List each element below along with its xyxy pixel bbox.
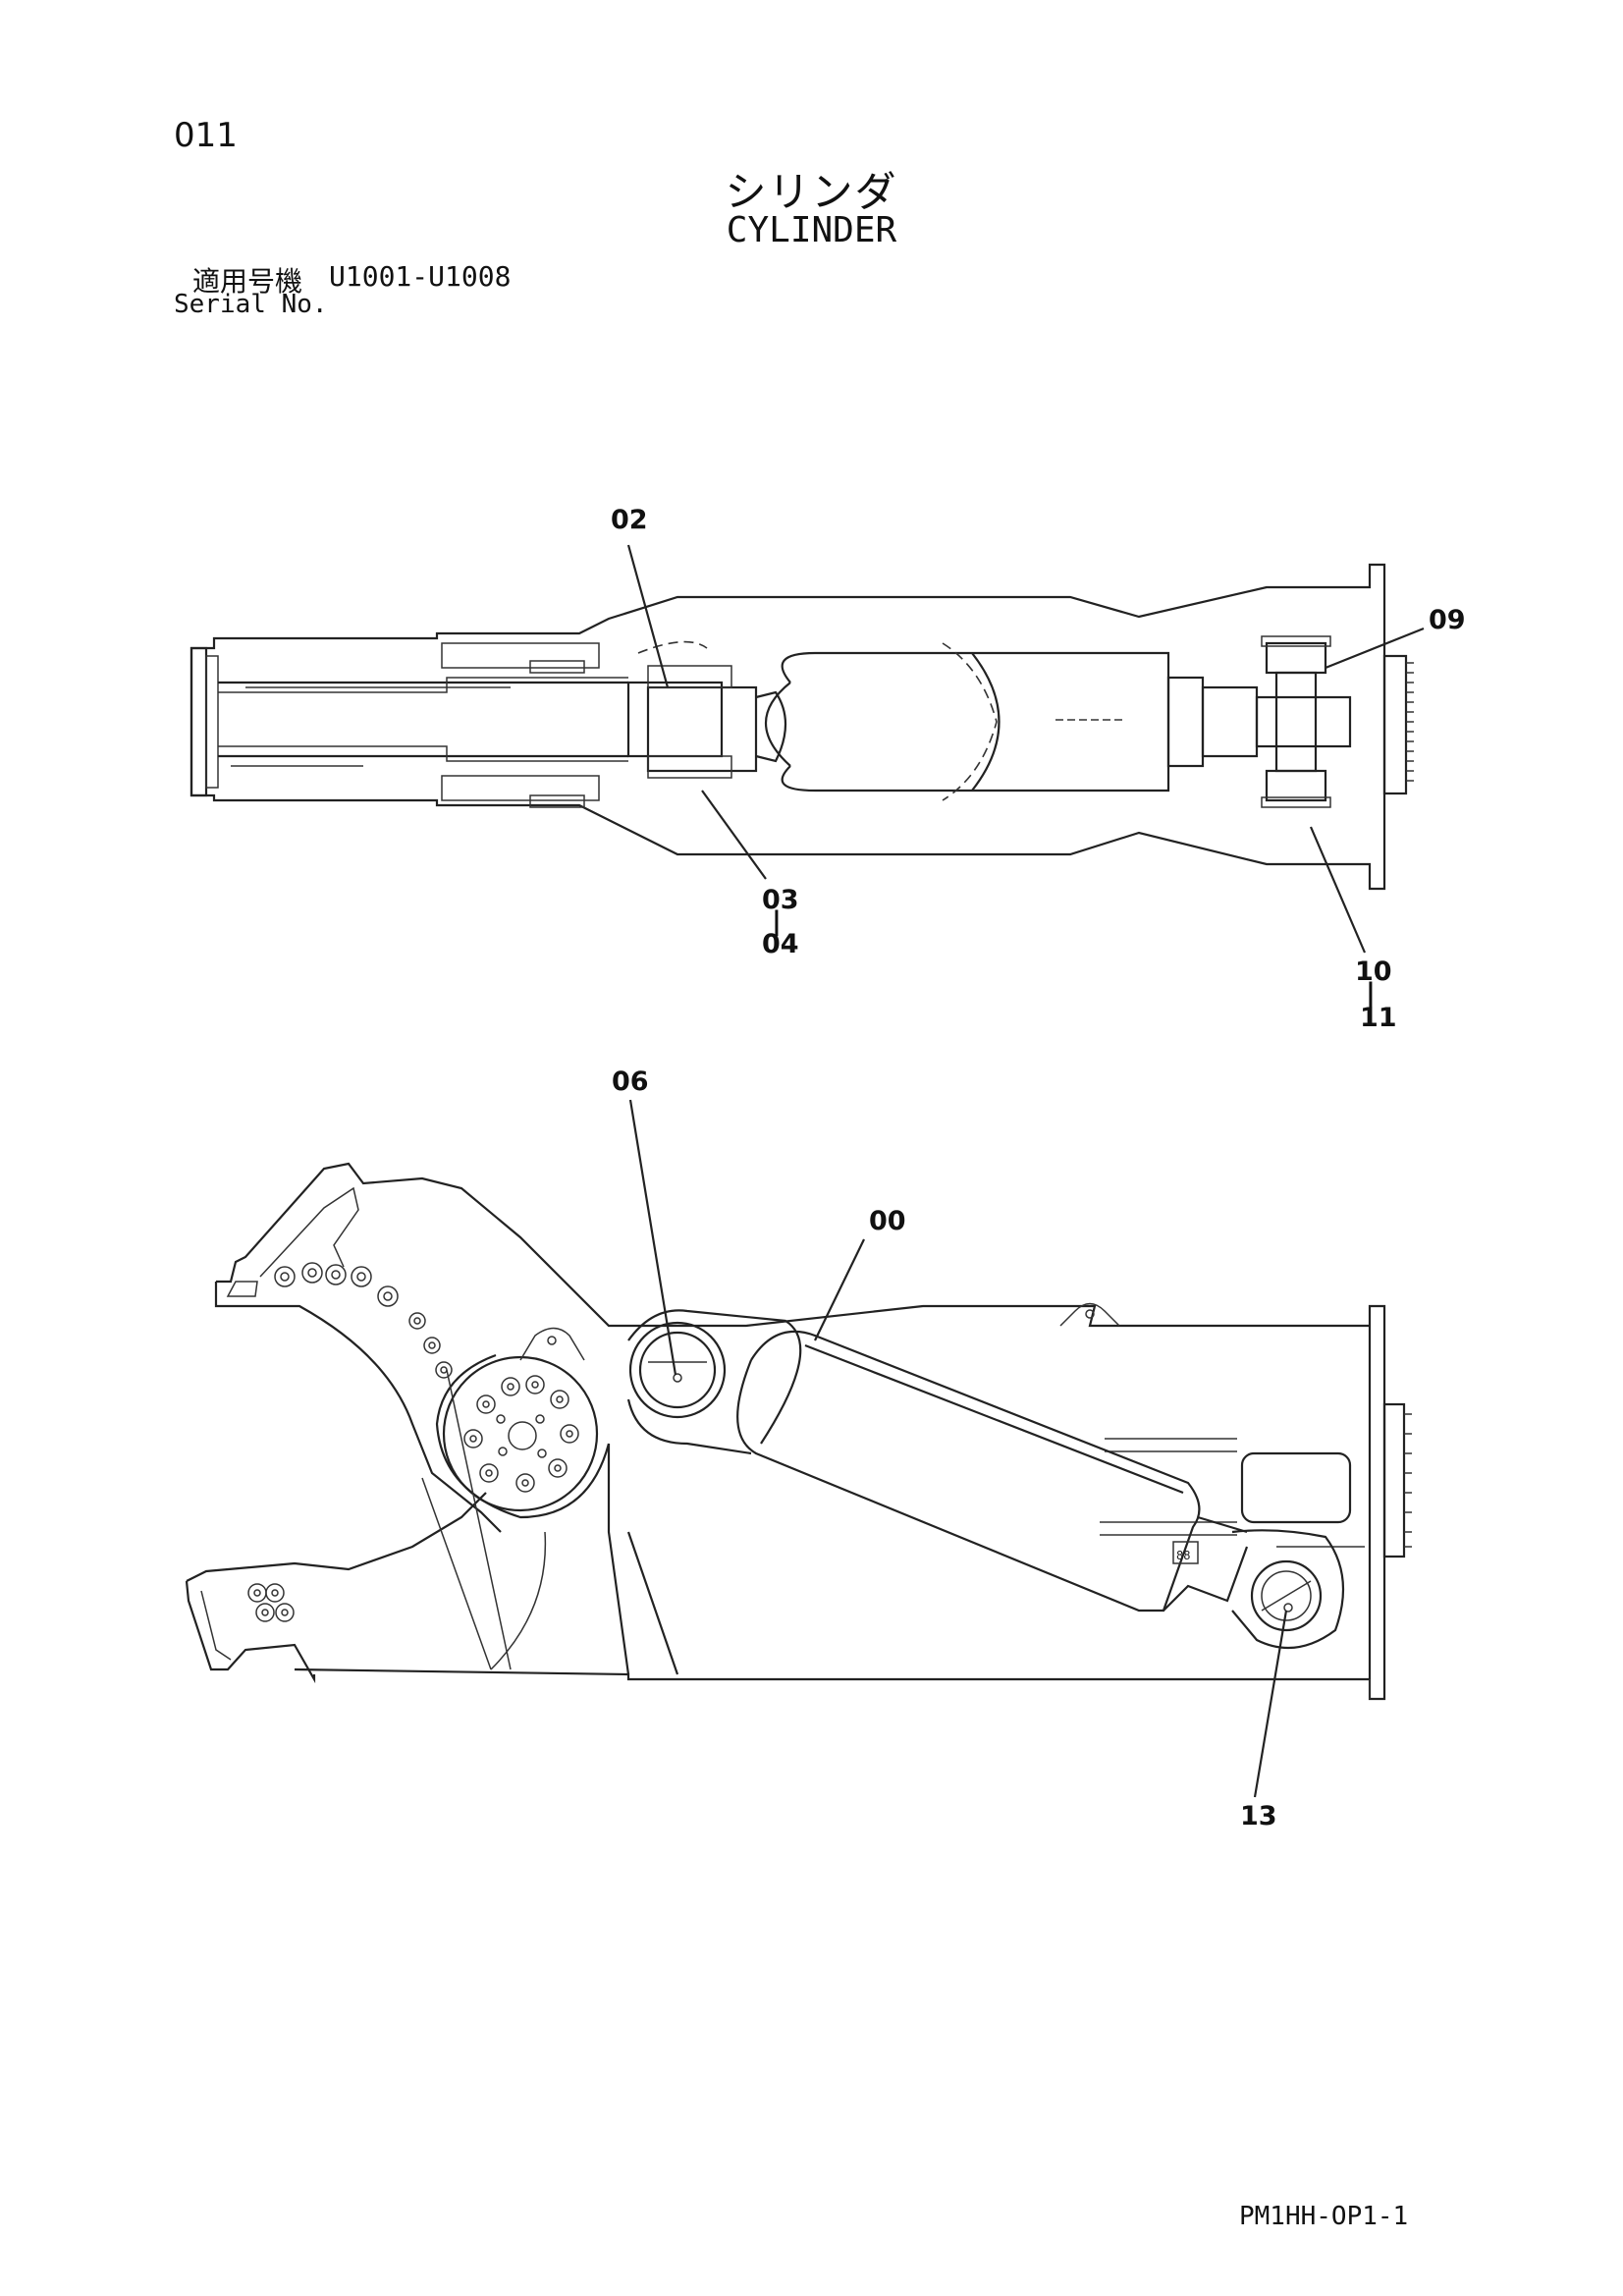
serial-label-english: Serial No.: [174, 290, 328, 319]
page-title-japanese: シリンダ: [725, 168, 898, 216]
callout-range-separator-10-11: |: [1366, 978, 1376, 1009]
callout-06: 06: [612, 1066, 649, 1097]
callout-03: 03: [762, 885, 799, 915]
serial-label-japanese: 適用号機: [192, 265, 303, 298]
serial-number-range: U1001-U1008: [329, 260, 512, 293]
callout-00: 00: [869, 1206, 906, 1236]
callout-11: 11: [1360, 1003, 1397, 1033]
document-code: PM1HH-OP1-1: [1239, 2202, 1409, 2231]
callout-13: 13: [1240, 1801, 1277, 1831]
callout-04: 04: [762, 929, 799, 959]
cylinder-side-view: 88 06 00 13: [185, 1066, 1412, 1831]
callout-02: 02: [611, 505, 648, 535]
svg-text:88: 88: [1176, 1549, 1190, 1562]
page-title-english: CYLINDER: [726, 210, 897, 250]
callout-09: 09: [1429, 605, 1466, 635]
callout-10: 10: [1355, 957, 1392, 987]
callout-range-separator-03-04: |: [772, 906, 782, 937]
page-number: 011: [174, 116, 238, 155]
cylinder-top-view: 02 03 | 04 09 10 | 11: [189, 505, 1466, 1033]
